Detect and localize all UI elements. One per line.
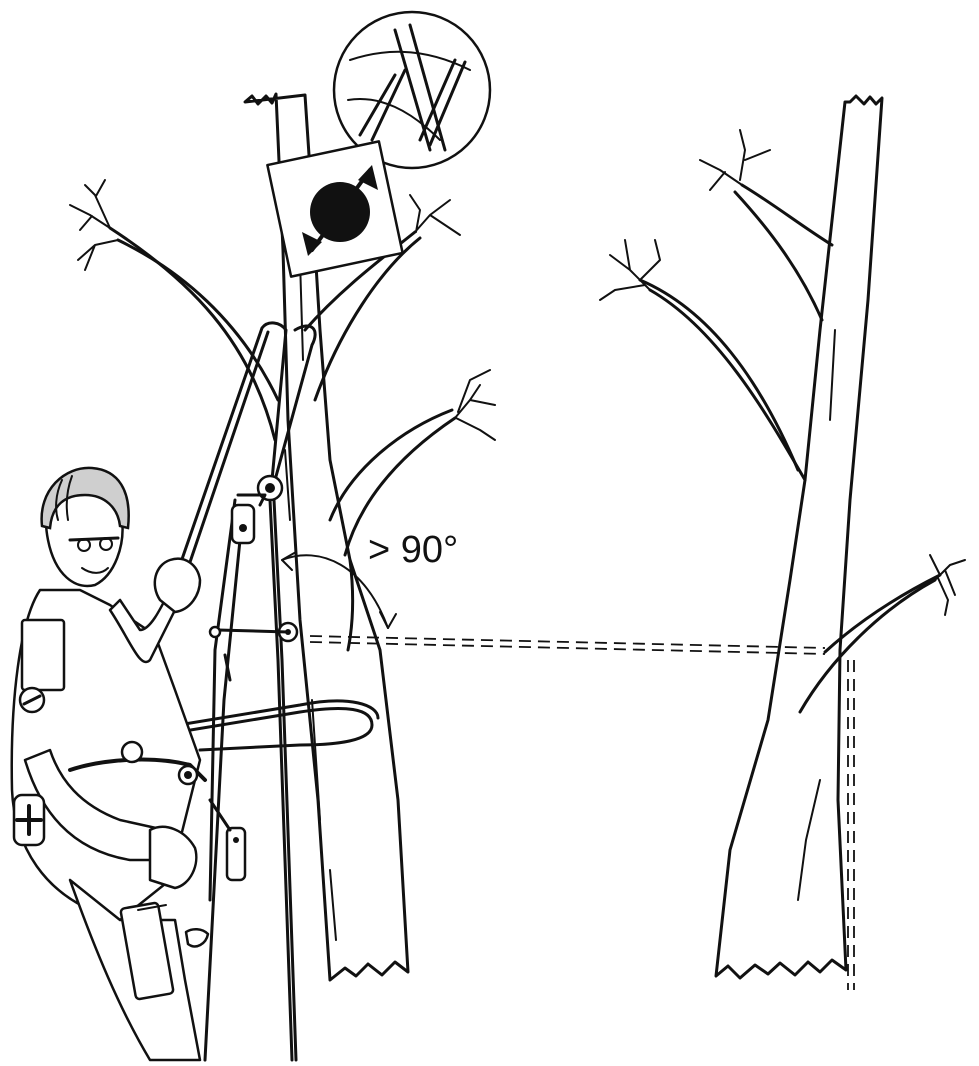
pulley-hardware: [210, 476, 297, 680]
right-tree-trunk: [716, 96, 882, 978]
angle-label: > 90°: [368, 529, 458, 571]
climbing-ropes: [180, 323, 315, 1060]
detail-magnifier: [334, 12, 490, 168]
angle-indicator: > 90°: [282, 529, 458, 628]
right-tree: [600, 96, 965, 978]
right-tree-branch-right: [800, 580, 935, 712]
bidirectional-arrow-over-circle-sign-icon: [267, 141, 402, 276]
left-tree-branch-upper-left: [110, 228, 275, 440]
right-tree-branch-upper: [650, 290, 805, 480]
